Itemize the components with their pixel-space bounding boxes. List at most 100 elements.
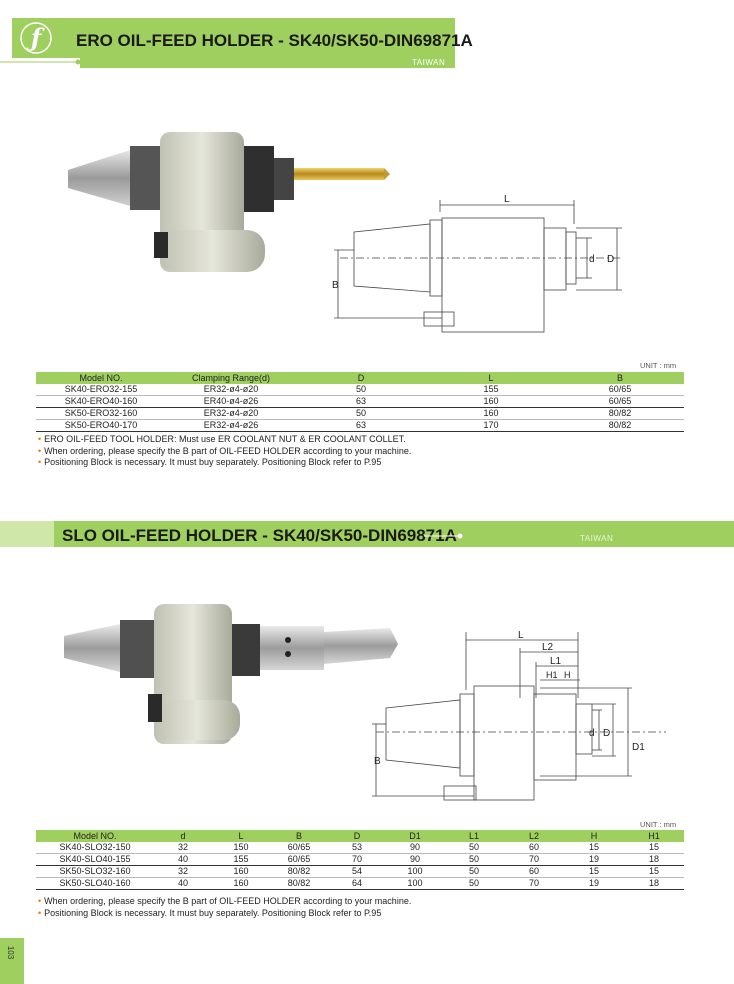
table-cell: 50 <box>444 842 504 854</box>
slo-holder-drawing: L L2 L1 H1 H d D D1 B <box>372 630 666 801</box>
note-item: •Positioning Block is necessary. It must… <box>38 907 382 918</box>
section1-header-rule <box>0 56 455 68</box>
table-row: SK40-SLO40-155 40 155 60/65 70 90 50 70 … <box>36 853 684 866</box>
table-cell: SK40-ERO32-155 <box>36 384 166 396</box>
table-cell: 160 <box>426 407 556 420</box>
table-cell: 15 <box>564 865 624 878</box>
note-item: •When ordering, please specify the B par… <box>38 896 412 906</box>
table-row: SK50-ERO32-160 ER32-ø4-ø20 50 160 80/82 <box>36 407 684 420</box>
table-row: SK40-SLO32-150 32 150 60/65 53 90 50 60 … <box>36 842 684 854</box>
section1-origin: TAIWAN <box>412 58 446 67</box>
drawing1-label-D: D <box>607 254 614 265</box>
drawing2-label-H1: H1 <box>546 670 558 680</box>
page-number: 103 <box>6 945 16 960</box>
page-number-tab <box>0 938 24 984</box>
drawing1-label-d: d <box>589 254 595 265</box>
table-cell: 50 <box>444 853 504 866</box>
column-header: L <box>212 830 270 842</box>
bullet-icon: • <box>38 457 42 467</box>
table-cell: 160 <box>212 865 270 878</box>
drawing2-label-L1: L1 <box>550 656 562 667</box>
table-cell: 60/65 <box>556 384 684 396</box>
table-cell: 160 <box>212 877 270 890</box>
drawing2-label-L: L <box>518 630 524 641</box>
table-cell: 80/82 <box>270 877 328 890</box>
table-cell: 50 <box>296 384 426 396</box>
table-cell: 64 <box>328 877 386 890</box>
column-header: L2 <box>504 830 564 842</box>
column-header: d <box>154 830 212 842</box>
table-cell: 53 <box>328 842 386 854</box>
column-header: L1 <box>444 830 504 842</box>
ero-holder-photo <box>68 132 390 272</box>
table-cell: 80/82 <box>270 865 328 878</box>
table-cell: 63 <box>296 395 426 408</box>
table-cell: 160 <box>426 395 556 408</box>
table-cell: 60/65 <box>556 395 684 408</box>
table-header-row: Model NO. d L B D D1 L1 L2 H H1 <box>36 830 684 842</box>
column-header: B <box>556 372 684 384</box>
section1-spec-table: Model NO. Clamping Range(d) D L B SK40-E… <box>36 372 684 432</box>
table-cell: 50 <box>296 407 426 420</box>
table-cell: ER40-ø4-ø26 <box>166 395 296 408</box>
column-header: H1 <box>624 830 684 842</box>
table-row: SK50-ERO40-170 ER32-ø4-ø26 63 170 80/82 <box>36 419 684 432</box>
table-cell: 150 <box>212 842 270 854</box>
table-cell: 155 <box>212 853 270 866</box>
table-cell: ER32-ø4-ø20 <box>166 384 296 396</box>
drawing2-label-D: D <box>603 728 610 739</box>
section1-header-bar <box>60 18 455 58</box>
table-cell: SK50-SLO40-160 <box>36 877 154 890</box>
table-cell: 70 <box>504 877 564 890</box>
table-cell: 40 <box>154 853 212 866</box>
drawing2-label-d: d <box>589 728 595 739</box>
table-cell: ER32-ø4-ø20 <box>166 407 296 420</box>
table-cell: 15 <box>564 842 624 854</box>
table-cell: SK40-SLO40-155 <box>36 853 154 866</box>
bullet-icon: • <box>38 445 42 456</box>
table-row: SK40-ERO40-160 ER40-ø4-ø26 63 160 60/65 <box>36 395 684 408</box>
table-cell: SK50-ERO40-170 <box>36 419 166 432</box>
table-cell: 32 <box>154 842 212 854</box>
table-cell: 40 <box>154 877 212 890</box>
table-cell: ER32-ø4-ø26 <box>166 419 296 432</box>
svg-text:ƒ: ƒ <box>26 23 45 52</box>
table-cell: 100 <box>386 877 444 890</box>
bullet-icon: • <box>38 434 42 444</box>
section2-header-rule <box>424 533 463 539</box>
table-cell: SK50-SLO32-160 <box>36 865 154 878</box>
table-cell: 15 <box>624 865 684 878</box>
bullet-icon: • <box>38 907 42 918</box>
drawing2-label-B: B <box>374 756 381 767</box>
table-cell: 90 <box>386 842 444 854</box>
table-row: SK50-SLO32-160 32 160 80/82 54 100 50 60… <box>36 865 684 878</box>
table-cell: 100 <box>386 865 444 878</box>
column-header: D1 <box>386 830 444 842</box>
section2-spec-table: Model NO. d L B D D1 L1 L2 H H1 SK40-SLO… <box>36 830 684 890</box>
column-header: Model NO. <box>36 830 154 842</box>
brand-logo: ƒ <box>12 18 60 58</box>
table-cell: 60 <box>504 865 564 878</box>
section1-title: ERO OIL-FEED HOLDER - SK40/SK50-DIN69871… <box>76 31 473 50</box>
table-cell: 15 <box>624 842 684 854</box>
note-item: •Positioning Block is necessary. It must… <box>38 457 382 467</box>
section2-notes: •When ordering, please specify the B par… <box>38 896 678 919</box>
table-cell: SK40-SLO32-150 <box>36 842 154 854</box>
table-cell: 70 <box>504 853 564 866</box>
table-cell: 60/65 <box>270 842 328 854</box>
table-cell: 60 <box>504 842 564 854</box>
column-header: Clamping Range(d) <box>166 372 296 384</box>
section2-header-fade <box>0 521 54 547</box>
drawing1-label-B: B <box>332 280 339 291</box>
table-cell: 63 <box>296 419 426 432</box>
table-cell: 19 <box>564 853 624 866</box>
table-cell: 54 <box>328 865 386 878</box>
section2-unit: UNIT : mm <box>640 820 677 829</box>
drawing1-label-L: L <box>504 194 510 205</box>
table-cell: 50 <box>444 865 504 878</box>
table-cell: 80/82 <box>556 419 684 432</box>
table-cell: 18 <box>624 877 684 890</box>
column-header: H <box>564 830 624 842</box>
table-cell: 90 <box>386 853 444 866</box>
table-cell: 155 <box>426 384 556 396</box>
